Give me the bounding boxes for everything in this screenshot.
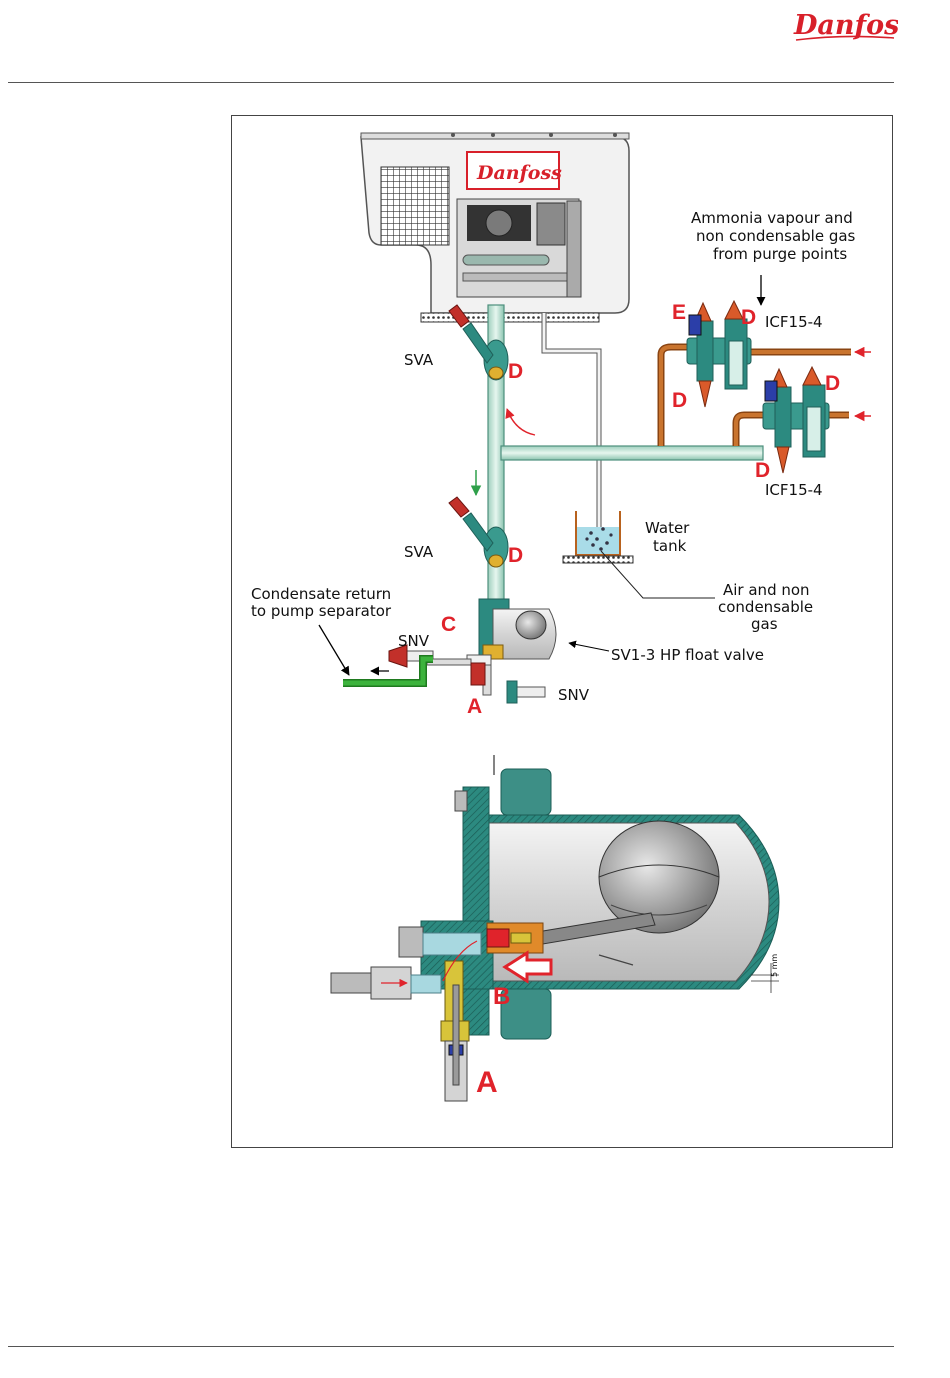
purger-logo-text: Danfoss: [476, 162, 562, 184]
marker-d-sva-bottom: D: [508, 544, 523, 567]
dimension-label: 5 mm: [770, 954, 779, 977]
flow-arrow-up: [507, 409, 535, 435]
snv-valve-right: [483, 665, 545, 703]
marker-d-sva-top: D: [508, 360, 523, 383]
sva-label-bottom: SVA: [404, 543, 434, 561]
marker-e: E: [672, 301, 686, 324]
air-gas-label-line1: Air and non: [723, 581, 810, 599]
float-valve-label: SV1-3 HP float valve: [611, 646, 764, 664]
water-tank-label-line2: tank: [653, 537, 687, 555]
danfoss-logo: Danfoss: [790, 6, 898, 46]
float-valve-leader: [569, 643, 609, 651]
marker-d-icf-bottom-bottom: D: [755, 459, 770, 482]
sva-label-top: SVA: [404, 351, 434, 369]
purger-unit: Danfoss: [361, 133, 629, 322]
marker-a-section: A: [476, 1066, 498, 1099]
water-tank-label-line1: Water: [645, 519, 690, 537]
air-gas-label-line2: condensable: [718, 598, 813, 616]
footer-rule: [8, 1346, 894, 1347]
ammonia-label-line3: from purge points: [713, 245, 847, 263]
marker-d-icf-top-bottom: D: [672, 389, 687, 412]
header-rule: [8, 82, 894, 83]
icf-valve-bottom: [763, 367, 829, 473]
marker-c: C: [441, 613, 456, 636]
branch-pipe: [501, 446, 763, 460]
ammonia-label-line1: Ammonia vapour and: [691, 209, 853, 227]
snv-label-right: SNV: [558, 686, 590, 704]
air-gas-label-line3: gas: [751, 615, 778, 633]
float-valve-section: [331, 755, 779, 1101]
snv-label-left: SNV: [398, 632, 430, 650]
purge-system-diagram: Danfoss: [231, 115, 893, 1148]
condensate-label-line2: to pump separator: [251, 602, 392, 620]
sv-float-valve: [467, 599, 556, 665]
marker-a-top: A: [467, 695, 482, 718]
marker-d-icf-bottom-right: D: [825, 372, 840, 395]
ammonia-label-line2: non condensable gas: [696, 227, 856, 245]
condensate-label-line1: Condensate return: [251, 585, 391, 603]
icf-label-bottom: ICF15-4: [765, 481, 823, 499]
marker-b: B: [493, 983, 510, 1010]
marker-d-icf-top-right: D: [741, 306, 756, 329]
icf-label-top: ICF15-4: [765, 313, 823, 331]
drain-valve-a: [471, 663, 485, 685]
purger-logo-plate: Danfoss: [467, 152, 562, 189]
condensate-leader: [319, 625, 349, 675]
